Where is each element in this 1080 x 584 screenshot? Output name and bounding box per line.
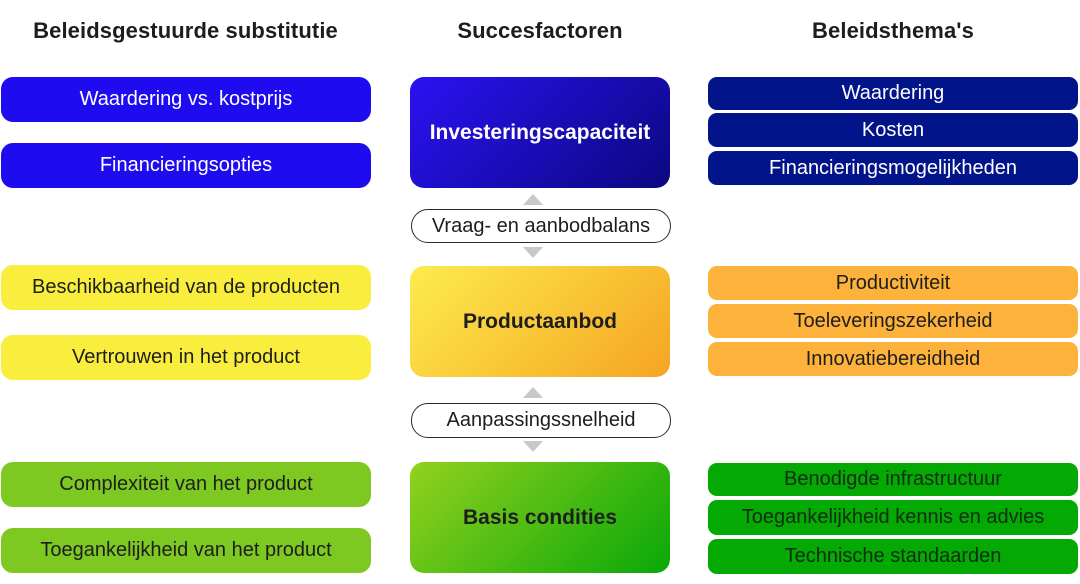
left-factor-toegankelijkheid-product: Toegankelijkheid van het product (1, 528, 371, 573)
column-title-policy-themes: Beleidsthema's (812, 18, 974, 43)
column-title-policy-driven-substitution: Beleidsgestuurde substitutie (33, 18, 338, 43)
policy-theme-innovatiebereidheid: Innovatiebereidheid (708, 342, 1078, 376)
column-title-success-factors: Succesfactoren (457, 18, 623, 43)
policy-theme-benodigde-infrastructuur: Benodigde infrastructuur (708, 463, 1078, 496)
connector-aanpassingssnelheid: Aanpassingssnelheid (411, 403, 671, 438)
policy-theme-technische-standaarden: Technische standaarden (708, 539, 1078, 574)
policy-theme-productiviteit: Productiviteit (708, 266, 1078, 300)
left-factor-vertrouwen-product: Vertrouwen in het product (1, 335, 371, 380)
policy-theme-toeleveringszekerheid: Toeleveringszekerheid (708, 304, 1078, 338)
arrow-down-icon (523, 441, 543, 452)
arrow-down-icon (523, 247, 543, 258)
success-factor-productaanbod: Productaanbod (410, 266, 670, 377)
connector-vraag-en-aanbodbalans: Vraag- en aanbodbalans (411, 209, 671, 243)
policy-theme-toegankelijkheid-kennis-advies: Toegankelijkheid kennis en advies (708, 500, 1078, 535)
policy-theme-kosten: Kosten (708, 113, 1078, 147)
left-factor-financieringsopties: Financieringsopties (1, 143, 371, 188)
left-factor-beschikbaarheid-producten: Beschikbaarheid van de producten (1, 265, 371, 310)
success-factor-basis-condities: Basis condities (410, 462, 670, 573)
success-factor-investeringscapaciteit: Investeringscapaciteit (410, 77, 670, 188)
arrow-up-icon (523, 194, 543, 205)
left-factor-waardering-vs-kostprijs: Waardering vs. kostprijs (1, 77, 371, 122)
policy-theme-waardering: Waardering (708, 77, 1078, 110)
arrow-up-icon (523, 387, 543, 398)
policy-theme-financieringsmogelijkheden: Financieringsmogelijkheden (708, 151, 1078, 185)
left-factor-complexiteit-product: Complexiteit van het product (1, 462, 371, 507)
